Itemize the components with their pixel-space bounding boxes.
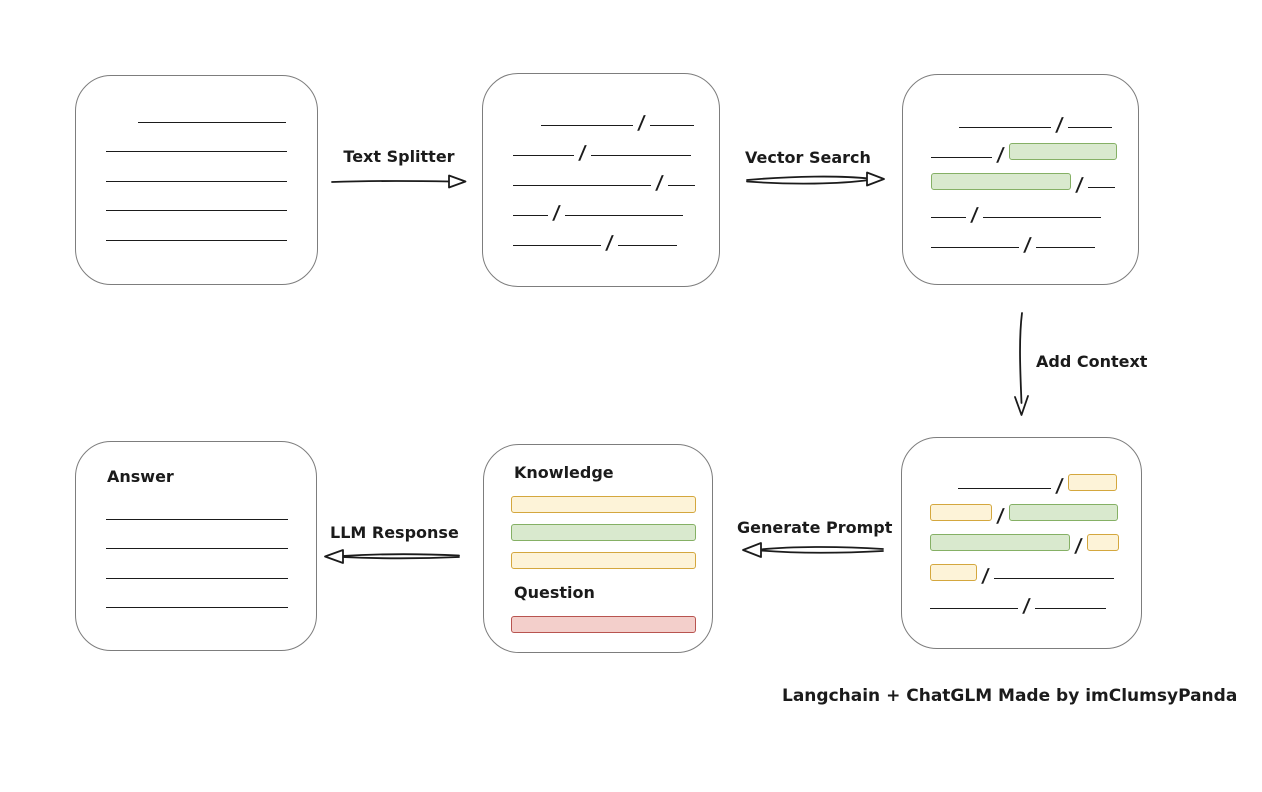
text-line [959,127,1051,128]
text-line-row [106,182,287,211]
text-splitter-arrow-right-icon [331,174,467,189]
yellow-chunk-highlight [1067,474,1117,491]
red-prompt-bar [511,616,696,633]
text-line [617,245,677,246]
chunk-row: / [930,581,1119,617]
add-context-label: Add Context [1036,352,1148,371]
text-line [106,151,287,152]
generate-prompt-label: Generate Prompt [737,518,893,537]
yellow-chunk-highlight [930,564,977,581]
text-line [106,180,287,182]
text-line [106,239,287,241]
context-chunks-rows: ///// [930,461,1119,617]
llm-response-arrow-left-icon [324,549,460,564]
chunk-row: / [513,218,695,254]
answer-label: Answer [107,467,174,486]
chunk-row: / [931,100,1117,136]
chunk-row: / [513,158,695,194]
chunk-row: / [513,128,695,164]
text-line [930,608,1018,609]
answer-node: Answer [75,441,317,651]
text-line-row [106,93,287,123]
yellow-prompt-bar [511,552,696,569]
green-chunk-highlight [930,534,1070,551]
diagram-caption: Langchain + ChatGLM Made by imClumsyPand… [782,686,1238,706]
text-line-row [106,549,288,579]
text-line [513,215,548,216]
knowledge-bars [511,496,696,569]
text-line [1034,608,1106,609]
text-line [564,215,683,216]
chunk-row: / [931,220,1117,256]
generate-prompt-arrow-left-icon [742,542,884,558]
split-chunks-node: ///// [482,73,720,287]
chunk-row: / [931,190,1117,226]
add-context-arrow-down-icon [1014,312,1029,416]
vector-search-arrow-right-icon [746,171,885,187]
chunk-row: / [930,551,1119,587]
answer-lines [106,490,288,608]
text-line [982,217,1101,218]
green-prompt-bar [511,524,696,541]
text-splitter-label: Text Splitter [343,147,455,166]
chunk-row: / [930,521,1119,557]
yellow-prompt-bar [511,496,696,513]
text-line [138,121,286,123]
vector-search-label: Vector Search [745,148,871,167]
text-line [541,125,633,126]
chunk-row: / [931,130,1117,166]
text-line [106,548,288,549]
prompt-node: Knowledge Question [483,444,713,653]
chunk-row: / [931,160,1117,196]
text-line [1087,187,1115,188]
split-chunks-rows: ///// [513,98,695,254]
matched-chunks-node: ///// [902,74,1139,285]
text-line [958,488,1051,489]
text-line [513,245,601,246]
question-label: Question [514,583,595,602]
text-line [106,577,288,579]
text-line [106,518,288,520]
chunk-row: / [513,188,695,224]
slash-separator: / [604,232,615,254]
text-line-row [106,123,287,152]
text-line [931,247,1019,248]
text-line [931,157,992,158]
slash-separator: / [1021,595,1032,617]
context-chunks-node: ///// [901,437,1142,649]
text-line-row [106,579,288,608]
text-line [1067,127,1112,128]
document-lines [106,93,287,241]
green-chunk-highlight [1008,504,1118,521]
text-line [667,185,695,186]
text-line [993,578,1114,579]
chunk-row: / [513,98,695,134]
text-line [513,185,651,186]
text-line [513,155,574,156]
matched-chunks-rows: ///// [931,100,1117,256]
text-line [106,607,288,608]
slash-separator: / [1022,234,1033,256]
yellow-chunk-highlight [1086,534,1119,551]
yellow-chunk-highlight [930,504,992,521]
knowledge-label: Knowledge [514,463,614,482]
question-bars [511,616,696,633]
chunk-row: / [930,461,1119,497]
text-line [1035,247,1095,248]
text-line-row [106,152,287,182]
green-chunk-highlight [931,173,1071,190]
text-line [649,125,694,126]
text-line-row [106,211,287,241]
green-chunk-highlight [1008,143,1117,160]
document-node [75,75,318,285]
llm-response-label: LLM Response [330,523,459,542]
text-line [106,210,287,211]
text-line [931,217,966,218]
chunk-row: / [930,491,1119,527]
text-line-row [106,490,288,520]
text-line-row [106,520,288,549]
text-line [590,155,691,156]
